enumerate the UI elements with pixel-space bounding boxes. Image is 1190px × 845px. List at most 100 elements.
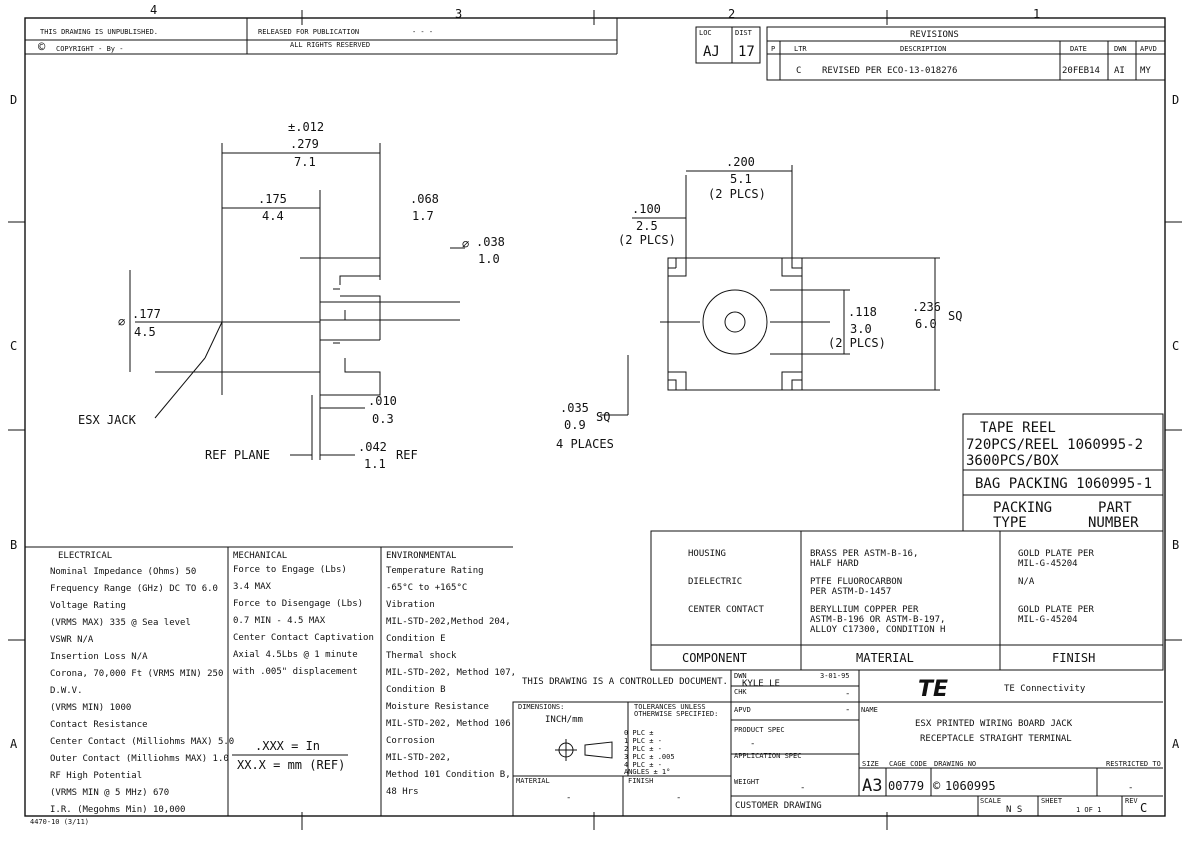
mat-header-component: COMPONENT <box>682 651 747 665</box>
dim-100-mm: 2.5 <box>636 219 658 233</box>
zone-3: 3 <box>455 7 462 21</box>
tol-angles: ANGLES ± 1° <box>624 768 670 776</box>
restricted-label: RESTRICTED TO <box>1106 760 1161 768</box>
zone-a-right: A <box>1172 737 1180 751</box>
units-line-1: .XXX = In <box>255 739 320 753</box>
tol-title-2: OTHERWISE SPECIFIED: <box>634 710 718 718</box>
rev-col-p: P <box>771 45 775 53</box>
te-logo: TE <box>918 677 948 702</box>
svg-text:-65°C to +165°C: -65°C to +165°C <box>386 583 467 593</box>
product-spec-label: PRODUCT SPEC <box>734 726 785 734</box>
dim-tol: ±.012 <box>288 120 324 134</box>
reel-line-1: 720PCS/REEL 1060995-2 <box>966 437 1143 453</box>
mat-dielectric-material-2: PER ASTM-D-1457 <box>810 587 891 597</box>
dim-200-note: (2 PLCS) <box>708 187 766 201</box>
svg-text:MIL-STD-202, Method 107,: MIL-STD-202, Method 107, <box>386 668 516 678</box>
dim-035-mm: 0.9 <box>564 418 586 432</box>
svg-text:(VRMS MIN @ 5 MHz) 670: (VRMS MIN @ 5 MHz) 670 <box>50 788 169 798</box>
loc-label: LOC <box>699 29 712 37</box>
svg-text:Corrosion: Corrosion <box>386 736 435 746</box>
mat-housing-material-2: HALF HARD <box>810 559 859 569</box>
dim-035-places: 4 PLACES <box>556 437 614 451</box>
dim-035-in: .035 <box>560 401 589 415</box>
svg-text:Force to Engage (Lbs): Force to Engage (Lbs) <box>233 565 347 575</box>
weight-label: WEIGHT <box>734 778 760 786</box>
svg-text:Condition E: Condition E <box>386 634 446 644</box>
mechanical-lines: Force to Engage (Lbs) 3.4 MAX Force to D… <box>233 565 374 677</box>
svg-text:Frequency Range (GHz) DC TO 6.: Frequency Range (GHz) DC TO 6.0 <box>50 584 218 594</box>
rev-value: C <box>1140 801 1147 815</box>
dim-068-mm: 1.7 <box>412 209 434 223</box>
rev-col-dwn: DWN <box>1114 45 1127 53</box>
zone-1: 1 <box>1033 7 1040 21</box>
svg-text:Corona, 70,000 Ft (VRMS MIN) 2: Corona, 70,000 Ft (VRMS MIN) 250 <box>50 669 223 679</box>
apvd-label: APVD <box>734 706 751 714</box>
rev-col-ltr: LTR <box>794 45 807 53</box>
mat-housing: HOUSING <box>688 549 726 559</box>
rights-text: ALL RIGHTS RESERVED <box>290 41 370 49</box>
electrical-title: ELECTRICAL <box>58 551 112 561</box>
released-value: - - - <box>412 28 433 36</box>
svg-text:Outer Contact (Milliohms MAX): Outer Contact (Milliohms MAX) 1.0 <box>50 754 229 764</box>
ref-plane-label: REF PLANE <box>205 448 270 462</box>
dim-010-mm: 0.3 <box>372 412 394 426</box>
size-label: SIZE <box>862 760 879 768</box>
reel-line-2: 3600PCS/BOX <box>966 453 1059 469</box>
zone-b-right: B <box>1172 538 1179 552</box>
dim-279-in: .279 <box>290 137 319 151</box>
zone-4: 4 <box>150 3 157 17</box>
mat-center-finish-2: MIL-G-45204 <box>1018 615 1078 625</box>
name-label: NAME <box>861 706 878 714</box>
rev-row-ltr: C <box>796 66 801 76</box>
tol-plc-1: 1 PLC ± - <box>624 737 662 745</box>
copyright-text: COPYRIGHT - By - <box>56 45 123 53</box>
tol-title-1: TOLERANCES UNLESS <box>634 703 706 711</box>
scale-label: SCALE <box>980 797 1001 805</box>
dwg-symbol: © <box>933 779 941 793</box>
dims-label: DIMENSIONS: <box>518 703 564 711</box>
top-view <box>600 165 940 416</box>
mat-dielectric: DIELECTRIC <box>688 577 742 587</box>
size-value: A3 <box>862 776 882 796</box>
dim-279-mm: 7.1 <box>294 155 316 169</box>
mat-dielectric-material-1: PTFE FLUOROCARBON <box>810 577 902 587</box>
svg-text:Center Contact Captivation: Center Contact Captivation <box>233 633 374 643</box>
dim-175-mm: 4.4 <box>262 209 284 223</box>
loc-value: AJ <box>703 44 720 60</box>
copyright-symbol: © <box>38 40 46 54</box>
svg-text:MIL-STD-202, Method 106: MIL-STD-202, Method 106 <box>386 719 511 729</box>
finish-label: FINISH <box>628 777 653 785</box>
mat-center-material-3: ALLOY C17300, CONDITION H <box>810 625 945 635</box>
mat-center: CENTER CONTACT <box>688 605 764 615</box>
dim-175-in: .175 <box>258 192 287 206</box>
material-value: - <box>566 793 571 803</box>
svg-text:3.4 MAX: 3.4 MAX <box>233 582 272 592</box>
svg-text:MIL-STD-202,Method 204,: MIL-STD-202,Method 204, <box>386 617 511 627</box>
scale-value: N S <box>1006 805 1022 815</box>
mat-housing-material-1: BRASS PER ASTM-B-16, <box>810 549 918 559</box>
unpublished-text: THIS DRAWING IS UNPUBLISHED. <box>40 28 158 36</box>
dim-038-mm: 1.0 <box>478 252 500 266</box>
dim-200-in: .200 <box>726 155 755 169</box>
app-spec-label: APPLICATION SPEC <box>734 752 801 760</box>
mat-center-material-2: ASTM-B-196 OR ASTM-B-197, <box>810 615 945 625</box>
controlled-text: THIS DRAWING IS A CONTROLLED DOCUMENT. <box>522 677 728 687</box>
esx-jack-label: ESX JACK <box>78 413 137 427</box>
rev-row-description: REVISED PER ECO-13-018276 <box>822 66 957 76</box>
svg-text:Method 101 Condition B,: Method 101 Condition B, <box>386 770 511 780</box>
part-number-1: PART <box>1098 500 1132 516</box>
mat-housing-finish-2: MIL-G-45204 <box>1018 559 1078 569</box>
company-name: TE Connectivity <box>1004 684 1086 694</box>
mat-header-material: MATERIAL <box>856 651 914 665</box>
weight-value: - <box>800 783 805 793</box>
dim-236-sq: SQ <box>948 309 962 323</box>
dwn-label: DWN <box>734 672 747 680</box>
apvd-value: - <box>845 705 850 715</box>
svg-text:Insertion Loss N/A: Insertion Loss N/A <box>50 652 148 662</box>
tol-plc-4: 4 PLC ± - <box>624 761 662 769</box>
tol-plc-3: 3 PLC ± .005 <box>624 753 675 761</box>
svg-text:48 Hrs: 48 Hrs <box>386 787 419 797</box>
tape-reel-title: TAPE REEL <box>980 420 1056 436</box>
tol-plc-0: 0 PLC ± <box>624 729 654 737</box>
